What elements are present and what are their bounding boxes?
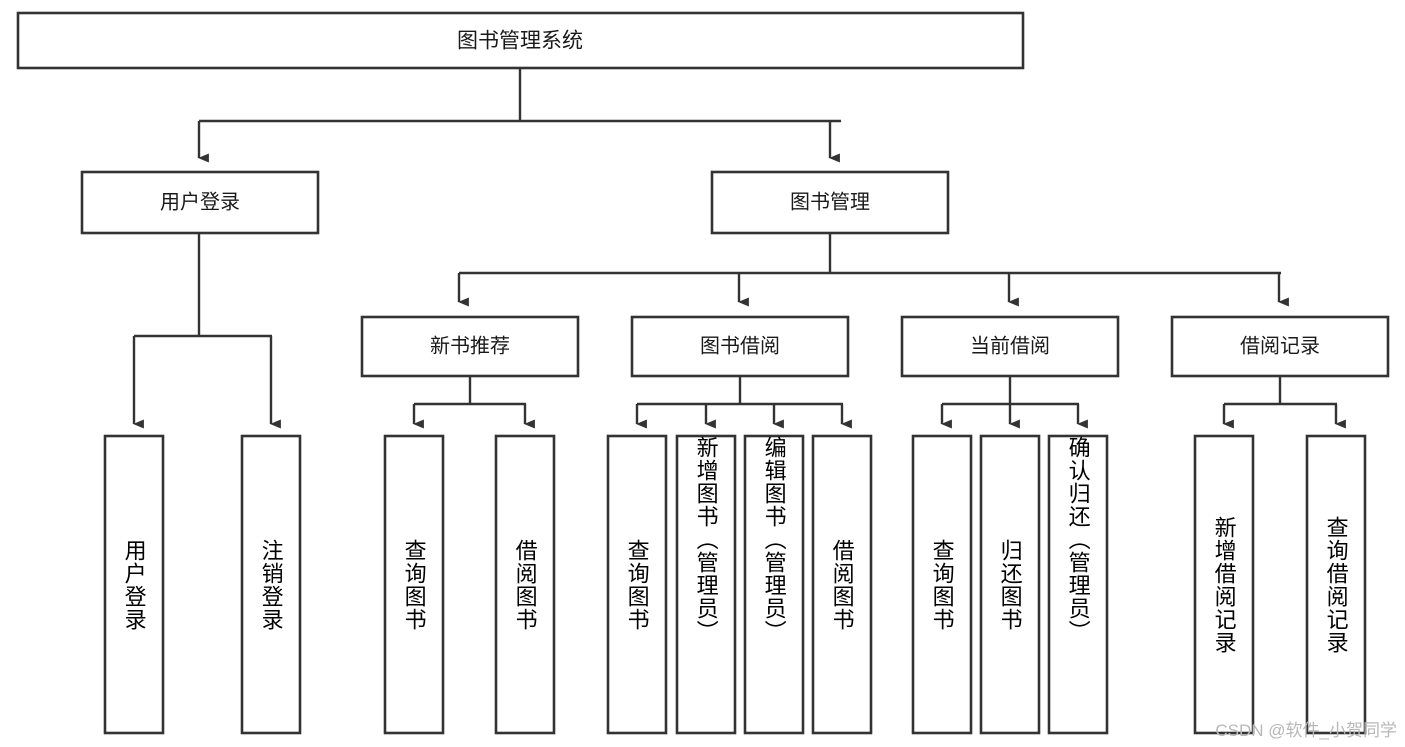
leaf-box-add-book-admin[interactable] xyxy=(675,434,737,735)
leaf-box-confirm-return-admin[interactable] xyxy=(1047,434,1109,735)
node-user-login[interactable]: 用户登录 xyxy=(80,170,320,235)
node-book-borrow-label: 图书借阅 xyxy=(700,334,780,357)
node-root-label: 图书管理系统 xyxy=(457,30,583,53)
node-current-borrow-label: 当前借阅 xyxy=(970,334,1050,357)
node-borrow-record[interactable]: 借阅记录 xyxy=(1170,315,1390,378)
node-book-management[interactable]: 图书管理 xyxy=(710,170,950,235)
leaf-box-return-books[interactable] xyxy=(979,434,1041,735)
leaf-box-query-books-3[interactable] xyxy=(911,434,973,735)
leaf-boxes xyxy=(103,434,1367,735)
connector-borrowrecord-to-leaves xyxy=(1222,376,1346,429)
node-root-book-management-system[interactable]: 图书管理系统 xyxy=(16,11,1025,70)
node-new-book-recommend-label: 新书推荐 xyxy=(430,334,510,357)
connector-newbook-to-leaves xyxy=(412,376,535,429)
connector-root-to-level1 xyxy=(197,68,841,163)
csdn-watermark: CSDN @软件_小贺同学 xyxy=(1215,721,1397,740)
node-current-borrow[interactable]: 当前借阅 xyxy=(900,315,1120,378)
connector-bookborrow-to-leaves xyxy=(635,376,852,429)
leaf-box-edit-book-admin[interactable] xyxy=(743,434,805,735)
leaf-box-query-books-2[interactable] xyxy=(606,434,668,735)
leaf-box-borrow-books-1[interactable] xyxy=(494,434,556,735)
leaf-box-logout[interactable] xyxy=(240,434,302,735)
connector-bookmgmt-to-level2 xyxy=(457,233,1289,307)
leaf-box-add-borrow-record[interactable] xyxy=(1193,434,1255,735)
connector-userlogin-to-leaves xyxy=(132,233,281,429)
node-book-management-label: 图书管理 xyxy=(790,190,870,213)
node-user-login-label: 用户登录 xyxy=(160,190,240,213)
leaf-box-borrow-books-2[interactable] xyxy=(811,434,873,735)
node-book-borrow[interactable]: 图书借阅 xyxy=(630,315,850,378)
leaf-box-query-borrow-record[interactable] xyxy=(1305,434,1367,735)
node-new-book-recommend[interactable]: 新书推荐 xyxy=(360,315,580,378)
leaf-box-query-books-1[interactable] xyxy=(383,434,445,735)
node-borrow-record-label: 借阅记录 xyxy=(1240,334,1320,357)
connector-currentborrow-to-leaves xyxy=(940,376,1088,429)
leaf-box-user-login[interactable] xyxy=(103,434,165,735)
